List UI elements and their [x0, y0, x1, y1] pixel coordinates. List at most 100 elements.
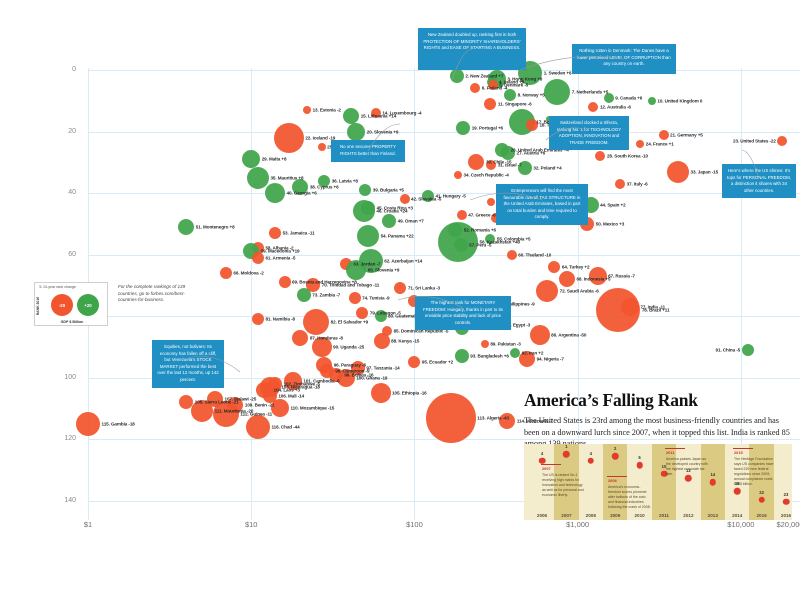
bubble-declined[interactable] — [667, 160, 689, 183]
bubble-declined[interactable] — [269, 227, 282, 240]
timeline-dot[interactable] — [758, 496, 765, 503]
bubble-improved[interactable] — [246, 166, 269, 189]
bubble-improved[interactable] — [357, 225, 380, 248]
bubble-improved[interactable] — [421, 190, 434, 203]
bubble-declined[interactable] — [529, 324, 550, 345]
bubble-improved[interactable] — [449, 69, 464, 84]
bubble-declined[interactable] — [394, 282, 407, 295]
bubble-declined[interactable] — [283, 371, 302, 390]
bubble-declined[interactable] — [454, 170, 463, 179]
bubble-improved[interactable] — [346, 259, 367, 280]
bubble-improved[interactable] — [485, 234, 496, 245]
bubble-declined[interactable] — [382, 326, 393, 337]
bubble-declined[interactable] — [251, 251, 264, 264]
bubble-declined[interactable] — [278, 276, 291, 289]
bubble-improved[interactable] — [352, 200, 375, 223]
bubble-declined[interactable] — [536, 280, 559, 303]
bubble-declined[interactable] — [525, 119, 538, 132]
bubble-declined[interactable] — [399, 194, 410, 205]
bubble-declined[interactable] — [658, 129, 669, 140]
timeline-dot[interactable] — [782, 498, 790, 506]
timeline-dot[interactable] — [636, 461, 643, 469]
bubble-improved[interactable] — [741, 343, 754, 356]
bubble-improved[interactable] — [647, 96, 656, 105]
bubble-declined[interactable] — [262, 389, 277, 404]
bubble-declined[interactable] — [506, 249, 517, 260]
bubble-improved[interactable] — [453, 238, 468, 253]
bubble-improved[interactable] — [504, 88, 517, 101]
bubble-declined[interactable] — [311, 336, 332, 357]
bubble-declined[interactable] — [370, 108, 381, 119]
bubble-improved[interactable] — [318, 174, 331, 187]
bubble-improved[interactable] — [343, 108, 360, 125]
bubble-improved[interactable] — [454, 349, 469, 364]
bubble-improved[interactable] — [347, 122, 366, 141]
bubble-improved[interactable] — [296, 287, 311, 302]
bubble-declined[interactable] — [484, 97, 497, 110]
timeline-dot[interactable] — [563, 450, 570, 458]
bubble-improved[interactable] — [545, 116, 552, 123]
bubble-declined[interactable] — [336, 368, 355, 387]
timeline-dot[interactable] — [611, 453, 619, 460]
bubble-declined[interactable] — [486, 160, 497, 171]
bubble-declined[interactable] — [179, 395, 194, 410]
bubble-declined[interactable] — [425, 392, 476, 443]
bubble-improved[interactable] — [292, 178, 309, 195]
timeline-dot[interactable] — [709, 479, 717, 486]
bubble-declined[interactable] — [306, 278, 321, 293]
bubble-declined[interactable] — [490, 212, 501, 223]
bubble-declined[interactable] — [212, 401, 239, 428]
bubble-improved[interactable] — [456, 121, 471, 136]
bubble-declined[interactable] — [636, 139, 645, 148]
bubble-declined[interactable] — [480, 339, 489, 348]
timeline-dot[interactable] — [660, 470, 668, 477]
bubble-improved[interactable] — [359, 183, 372, 196]
bubble-improved[interactable] — [501, 146, 516, 161]
bubble-declined[interactable] — [303, 309, 330, 336]
bubble-improved[interactable] — [242, 150, 261, 169]
bubble-declined[interactable] — [519, 351, 536, 368]
bubble-declined[interactable] — [303, 105, 312, 114]
timeline-dot[interactable] — [538, 457, 546, 464]
bubble-declined[interactable] — [219, 267, 232, 279]
bubble-declined[interactable] — [373, 332, 390, 349]
bubble-declined[interactable] — [487, 198, 496, 207]
bubble-improved[interactable] — [374, 310, 387, 323]
bubble-declined[interactable] — [292, 329, 309, 346]
bubble-improved[interactable] — [603, 92, 614, 103]
bubble-improved[interactable] — [517, 161, 532, 176]
bubble-declined[interactable] — [270, 399, 289, 418]
bubble-declined[interactable] — [191, 400, 214, 423]
bubble-declined[interactable] — [408, 356, 421, 369]
bubble-declined[interactable] — [273, 122, 304, 153]
bubble-declined[interactable] — [356, 306, 369, 319]
bubble-declined[interactable] — [499, 412, 516, 429]
bubble-declined[interactable] — [350, 361, 365, 376]
bubble-declined[interactable] — [251, 313, 264, 326]
bubble-declined[interactable] — [245, 414, 270, 439]
bubble-declined[interactable] — [487, 80, 498, 91]
bubble-declined[interactable] — [596, 287, 641, 332]
bubble-declined[interactable] — [777, 135, 788, 146]
bubble-declined[interactable] — [370, 382, 391, 403]
bubble-declined[interactable] — [588, 101, 599, 112]
bubble-declined[interactable] — [468, 154, 485, 171]
bubble-declined[interactable] — [558, 271, 575, 288]
bubble-improved[interactable] — [510, 347, 521, 358]
bubble-declined[interactable] — [615, 178, 626, 189]
bubble-declined[interactable] — [588, 267, 607, 286]
bubble-declined[interactable] — [317, 142, 326, 151]
timeline-dot[interactable] — [685, 474, 692, 482]
bubble-declined[interactable] — [348, 291, 361, 304]
bubble-improved[interactable] — [544, 78, 571, 105]
bubble-improved[interactable] — [265, 183, 286, 204]
bubble-declined[interactable] — [76, 411, 100, 436]
bubble-declined[interactable] — [470, 83, 481, 94]
bubble-declined[interactable] — [595, 151, 606, 162]
timeline-dot[interactable] — [733, 487, 741, 495]
bubble-declined[interactable] — [548, 260, 561, 273]
bubble-improved[interactable] — [178, 218, 195, 235]
bubble-declined[interactable] — [456, 209, 467, 220]
timeline-dot[interactable] — [587, 457, 595, 464]
bubble-improved[interactable] — [382, 213, 397, 228]
